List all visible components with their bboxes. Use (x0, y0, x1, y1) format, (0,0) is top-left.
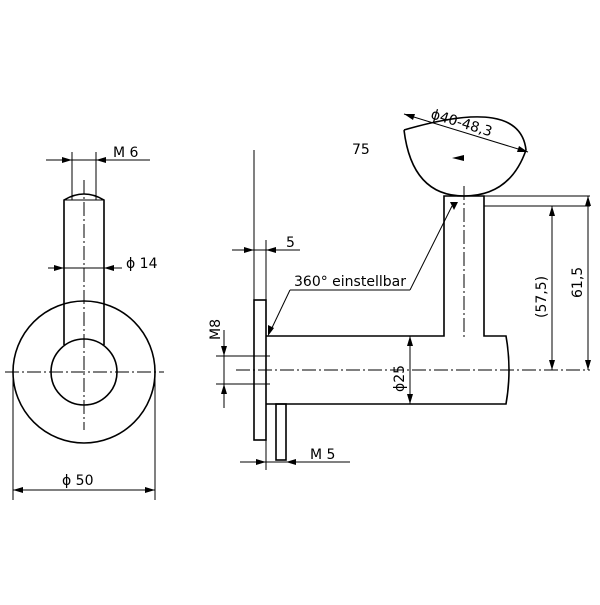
note-leader-to-saddle (409, 205, 453, 291)
m6-arrow-left (62, 157, 72, 163)
d25-arrow-top (407, 336, 413, 346)
m8-arrow-bottom (221, 384, 227, 394)
front-view: M 6 ϕ 14 ϕ 50 (5, 145, 164, 500)
side-view: ϕ40-48,3 75 5 360° einstellbar M8 ϕ25 (208, 107, 591, 470)
dim-61-5-label: 61,5 (570, 267, 586, 298)
dim-57-5-arrow-bottom (549, 360, 555, 370)
tube-outline (266, 195, 510, 405)
thickness-arrow-right (266, 247, 276, 253)
d25-arrow-bottom (407, 394, 413, 404)
d50-label: ϕ 50 (62, 473, 94, 489)
m6-label: M 6 (113, 145, 139, 161)
m6-arrow-right (96, 157, 106, 163)
saddle-arrow-left (404, 114, 415, 120)
d50-arrow-right (145, 487, 155, 493)
d14-label: ϕ 14 (126, 256, 158, 272)
dim-61-5-arrow-top (585, 196, 591, 206)
note-arrow-plate (268, 325, 274, 336)
m5-label: M 5 (310, 447, 335, 463)
d50-arrow-left (13, 487, 23, 493)
saddle-diameter-label: ϕ40-48,3 (429, 107, 494, 141)
saddle-dimension-line (403, 113, 529, 153)
d25-label: ϕ25 (392, 365, 408, 392)
m5-arrow-right (286, 459, 296, 465)
thickness-arrow-left (244, 247, 254, 253)
d14-arrow-right (104, 265, 114, 271)
m8-label: M8 (208, 319, 224, 340)
saddle-arrow-right (517, 146, 528, 152)
screw (275, 403, 287, 461)
dim-57-5-label: (57,5) (534, 276, 550, 318)
saddle-lower-arrow (450, 202, 458, 210)
m8-arrow-top (221, 346, 227, 356)
dim-57-5-arrow-top (549, 206, 555, 216)
saddle-center-mark (452, 155, 464, 161)
dim-75-label: 75 (352, 142, 370, 158)
note-leader-to-plate (269, 289, 291, 333)
rotation-note: 360° einstellbar (294, 274, 406, 290)
dim-61-5-arrow-bottom (585, 360, 591, 370)
m5-arrow-left (256, 459, 266, 465)
d14-arrow-left (54, 265, 64, 271)
thickness-label: 5 (286, 235, 295, 251)
saddle-outline (403, 116, 527, 197)
